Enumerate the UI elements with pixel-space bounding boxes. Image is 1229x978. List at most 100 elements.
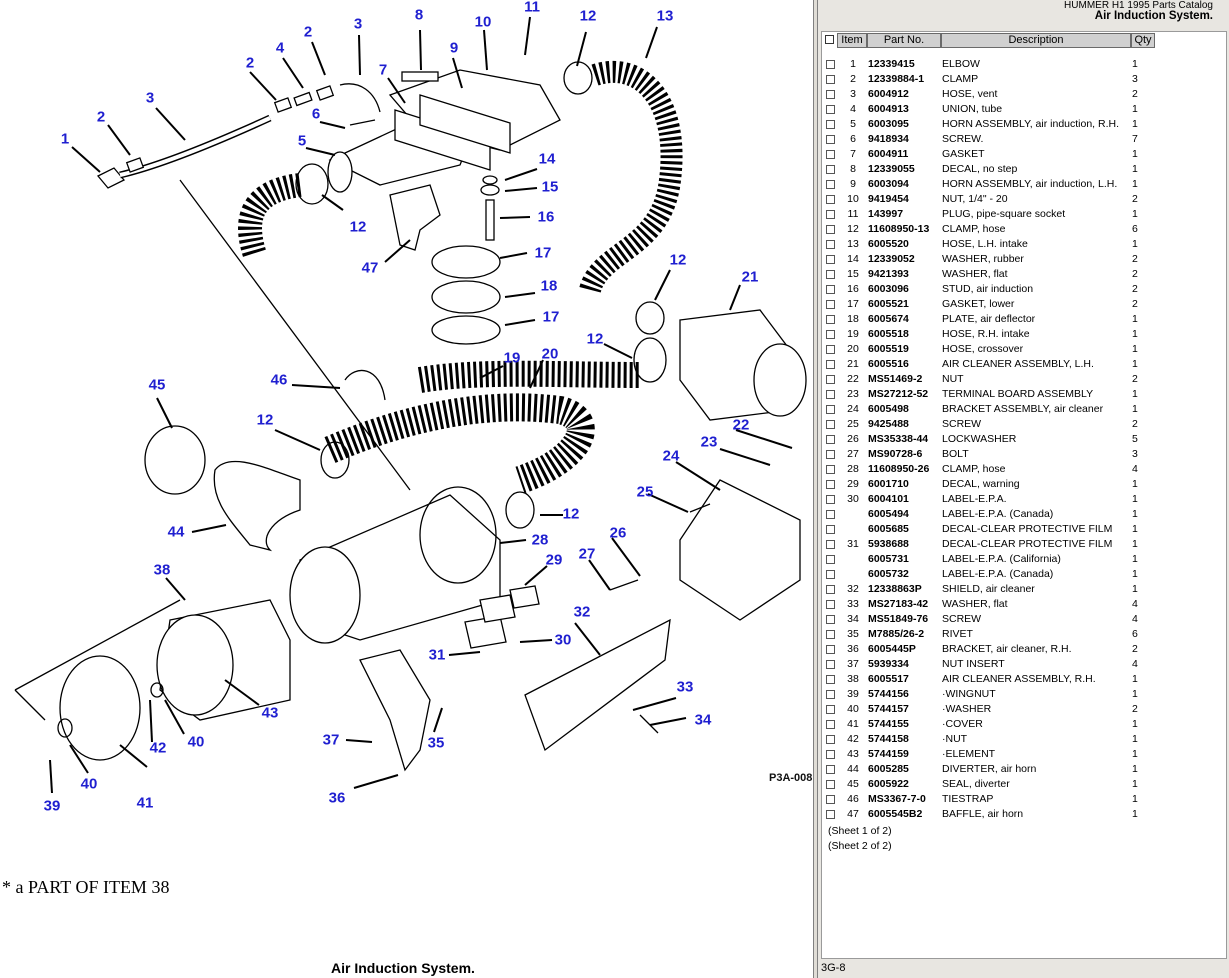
callout-36[interactable]: 36 — [328, 789, 346, 807]
row-checkbox[interactable] — [826, 165, 835, 174]
row-checkbox[interactable] — [826, 630, 835, 639]
row-checkbox[interactable] — [826, 360, 835, 369]
row-checkbox[interactable] — [826, 75, 835, 84]
column-header-item[interactable]: Item — [837, 33, 867, 48]
callout-17[interactable]: 17 — [534, 244, 552, 262]
row-checkbox[interactable] — [826, 525, 835, 534]
row-checkbox[interactable] — [826, 90, 835, 99]
callout-21[interactable]: 21 — [741, 268, 759, 286]
column-header-part-no[interactable]: Part No. — [867, 33, 941, 48]
row-checkbox[interactable] — [826, 765, 835, 774]
pane-splitter[interactable] — [813, 0, 818, 978]
row-checkbox[interactable] — [826, 660, 835, 669]
row-checkbox[interactable] — [826, 375, 835, 384]
callout-25[interactable]: 25 — [636, 483, 654, 501]
sheet-link[interactable]: (Sheet 1 of 2) — [828, 825, 892, 837]
row-checkbox[interactable] — [826, 495, 835, 504]
row-checkbox[interactable] — [826, 300, 835, 309]
callout-42[interactable]: 42 — [149, 739, 167, 757]
row-checkbox[interactable] — [826, 465, 835, 474]
callout-26[interactable]: 26 — [609, 524, 627, 542]
callout-39[interactable]: 39 — [43, 797, 61, 815]
callout-46[interactable]: 46 — [270, 371, 288, 389]
row-checkbox[interactable] — [826, 210, 835, 219]
callout-47[interactable]: 47 — [361, 259, 379, 277]
callout-17[interactable]: 17 — [542, 308, 560, 326]
row-checkbox[interactable] — [826, 390, 835, 399]
callout-24[interactable]: 24 — [662, 447, 680, 465]
callout-32[interactable]: 32 — [573, 603, 591, 621]
row-checkbox[interactable] — [826, 240, 835, 249]
callout-20[interactable]: 20 — [541, 345, 559, 363]
callout-33[interactable]: 33 — [676, 678, 694, 696]
row-checkbox[interactable] — [826, 615, 835, 624]
callout-4[interactable]: 4 — [275, 39, 285, 57]
callout-19[interactable]: 19 — [503, 349, 521, 367]
callout-31[interactable]: 31 — [428, 646, 446, 664]
row-checkbox[interactable] — [826, 720, 835, 729]
callout-8[interactable]: 8 — [414, 6, 424, 24]
row-checkbox[interactable] — [826, 585, 835, 594]
callout-15[interactable]: 15 — [541, 178, 559, 196]
row-checkbox[interactable] — [826, 150, 835, 159]
callout-40[interactable]: 40 — [80, 775, 98, 793]
row-checkbox[interactable] — [826, 255, 835, 264]
row-checkbox[interactable] — [826, 345, 835, 354]
sheet-link[interactable]: (Sheet 2 of 2) — [828, 840, 892, 852]
row-checkbox[interactable] — [826, 600, 835, 609]
callout-9[interactable]: 9 — [449, 39, 459, 57]
callout-44[interactable]: 44 — [167, 523, 185, 541]
row-checkbox[interactable] — [826, 570, 835, 579]
row-checkbox[interactable] — [826, 555, 835, 564]
callout-28[interactable]: 28 — [531, 531, 549, 549]
callout-7[interactable]: 7 — [378, 61, 388, 79]
row-checkbox[interactable] — [826, 510, 835, 519]
row-checkbox[interactable] — [826, 540, 835, 549]
callout-2[interactable]: 2 — [245, 54, 255, 72]
row-checkbox[interactable] — [826, 285, 835, 294]
row-checkbox[interactable] — [826, 135, 835, 144]
row-checkbox[interactable] — [826, 270, 835, 279]
callout-13[interactable]: 13 — [656, 7, 674, 25]
callout-43[interactable]: 43 — [261, 704, 279, 722]
row-checkbox[interactable] — [826, 450, 835, 459]
callout-12[interactable]: 12 — [586, 330, 604, 348]
callout-29[interactable]: 29 — [545, 551, 563, 569]
row-checkbox[interactable] — [826, 195, 835, 204]
callout-12[interactable]: 12 — [579, 7, 597, 25]
column-header-qty[interactable]: Qty — [1131, 33, 1155, 48]
callout-41[interactable]: 41 — [136, 794, 154, 812]
